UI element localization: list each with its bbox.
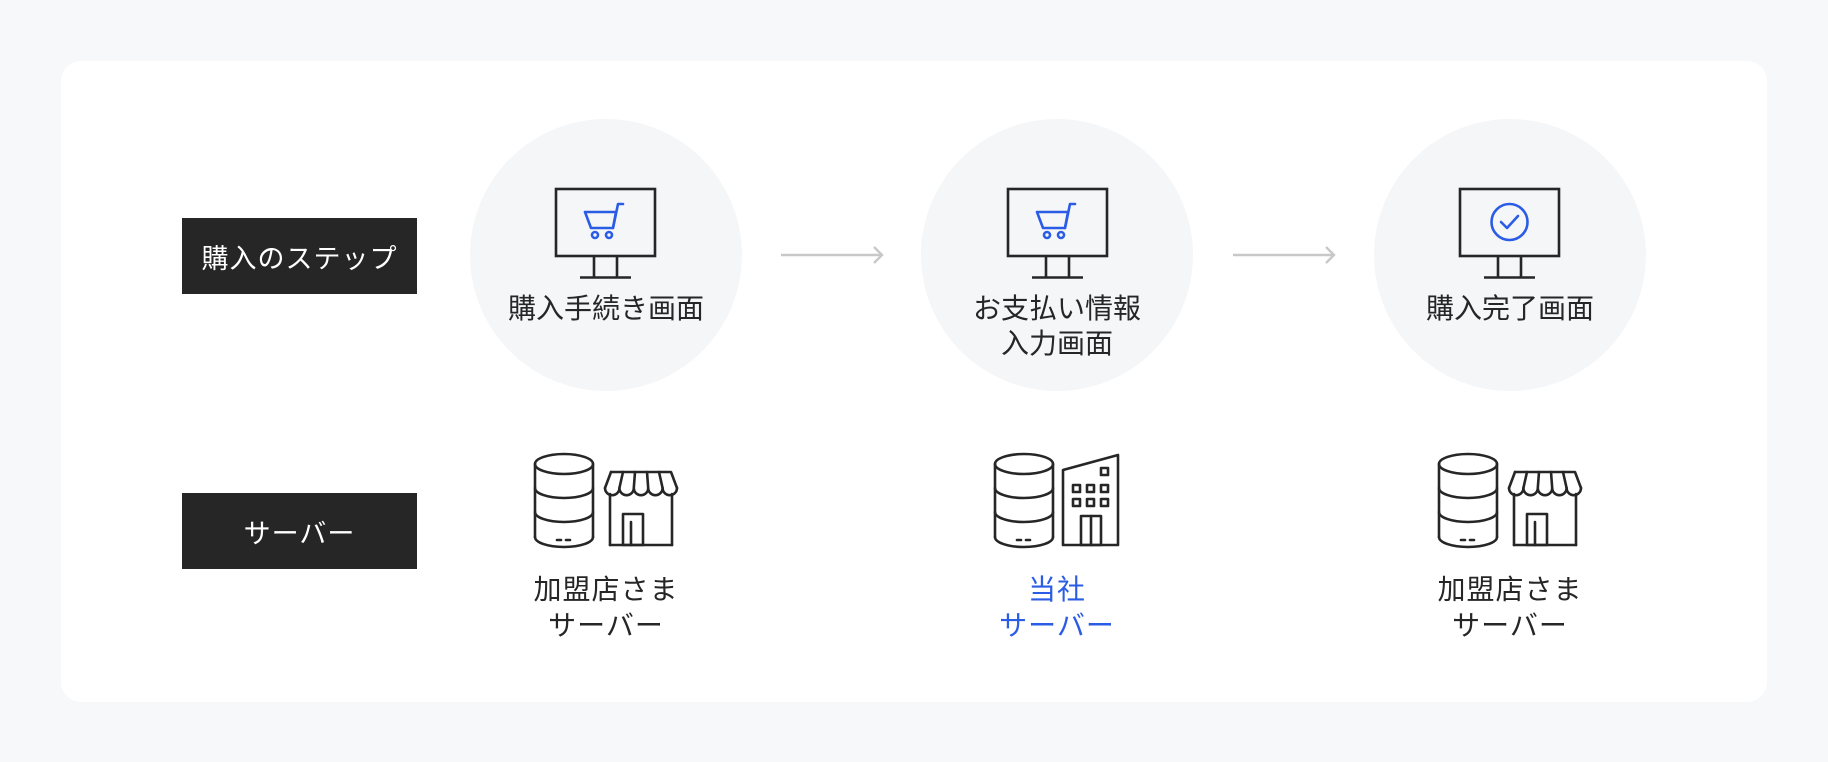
row-label-steps: 購入のステップ xyxy=(182,218,417,294)
server-label-line: サーバー xyxy=(1452,610,1568,641)
database-shop-icon xyxy=(1437,452,1583,549)
step-label-line: 購入完了画面 xyxy=(1425,293,1594,324)
server-label-line: 当社 xyxy=(1027,574,1086,605)
arrow-right-icon xyxy=(1233,246,1336,264)
step-label-3: 購入完了画面 xyxy=(1374,291,1646,326)
database-office-building-icon xyxy=(993,452,1120,549)
monitor-check-icon xyxy=(1458,187,1561,279)
arrow-right-icon xyxy=(781,246,884,264)
step-label-line: 入力画面 xyxy=(1000,328,1113,359)
step-label-line: 購入手続き画面 xyxy=(507,293,704,324)
server-label-2: 当社 サーバー xyxy=(921,572,1193,644)
row-label-server: サーバー xyxy=(182,493,417,569)
database-shop-icon xyxy=(533,452,679,549)
server-label-line: サーバー xyxy=(548,610,664,641)
step-label-1: 購入手続き画面 xyxy=(470,291,742,326)
server-label-1: 加盟店さま サーバー xyxy=(470,572,742,644)
step-label-2: お支払い情報 入力画面 xyxy=(921,291,1193,361)
server-label-line: サーバー xyxy=(999,610,1115,641)
server-label-line: 加盟店さま xyxy=(1437,574,1583,605)
step-label-line: お支払い情報 xyxy=(972,293,1141,324)
monitor-cart-icon xyxy=(554,187,657,279)
server-label-3: 加盟店さま サーバー xyxy=(1374,572,1646,644)
monitor-cart-icon xyxy=(1006,187,1109,279)
server-label-line: 加盟店さま xyxy=(533,574,679,605)
